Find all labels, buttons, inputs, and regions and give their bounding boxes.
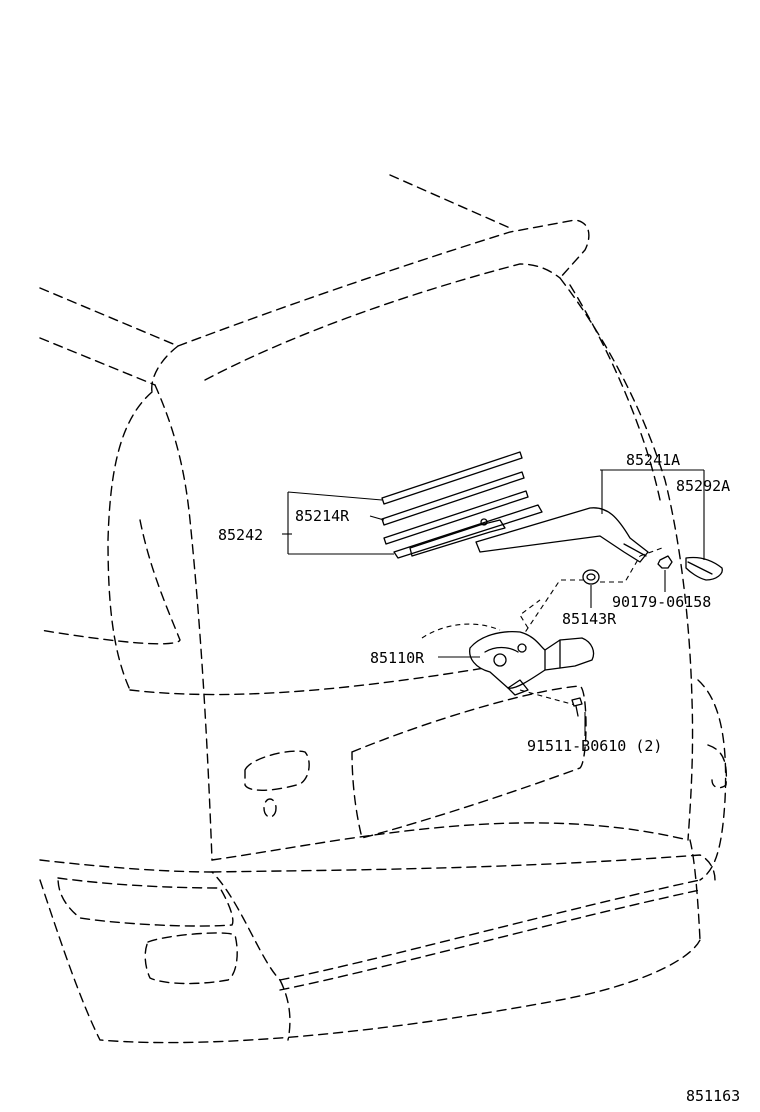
bolt-part	[571, 697, 583, 717]
label-motor-assembly: 85110R	[370, 649, 425, 667]
label-bolt: 91511-B0610 (2)	[527, 737, 662, 755]
label-pivot-grommet: 85143R	[562, 610, 617, 628]
diagram-code: 851163	[686, 1087, 740, 1105]
pivot-grommet-part	[519, 555, 641, 641]
label-nut: 90179-06158	[612, 593, 711, 611]
nut-part	[657, 555, 673, 569]
wiper-blade-parts	[381, 451, 543, 559]
label-arm-assembly: 85241A	[626, 451, 680, 469]
wiper-motor-part	[421, 599, 595, 706]
wiper-arm-part	[475, 507, 663, 563]
label-blade-rubber: 85214R	[295, 507, 350, 525]
arm-cap-part	[685, 556, 723, 581]
label-arm-cap: 85292A	[676, 477, 730, 495]
part-labels: 85241A 85292A 85242 85214R 85143R 90179-…	[218, 451, 740, 1105]
leader-lines	[282, 469, 705, 736]
label-blade-assembly: 85242	[218, 526, 263, 544]
vehicle-body-outline	[39, 174, 728, 1044]
